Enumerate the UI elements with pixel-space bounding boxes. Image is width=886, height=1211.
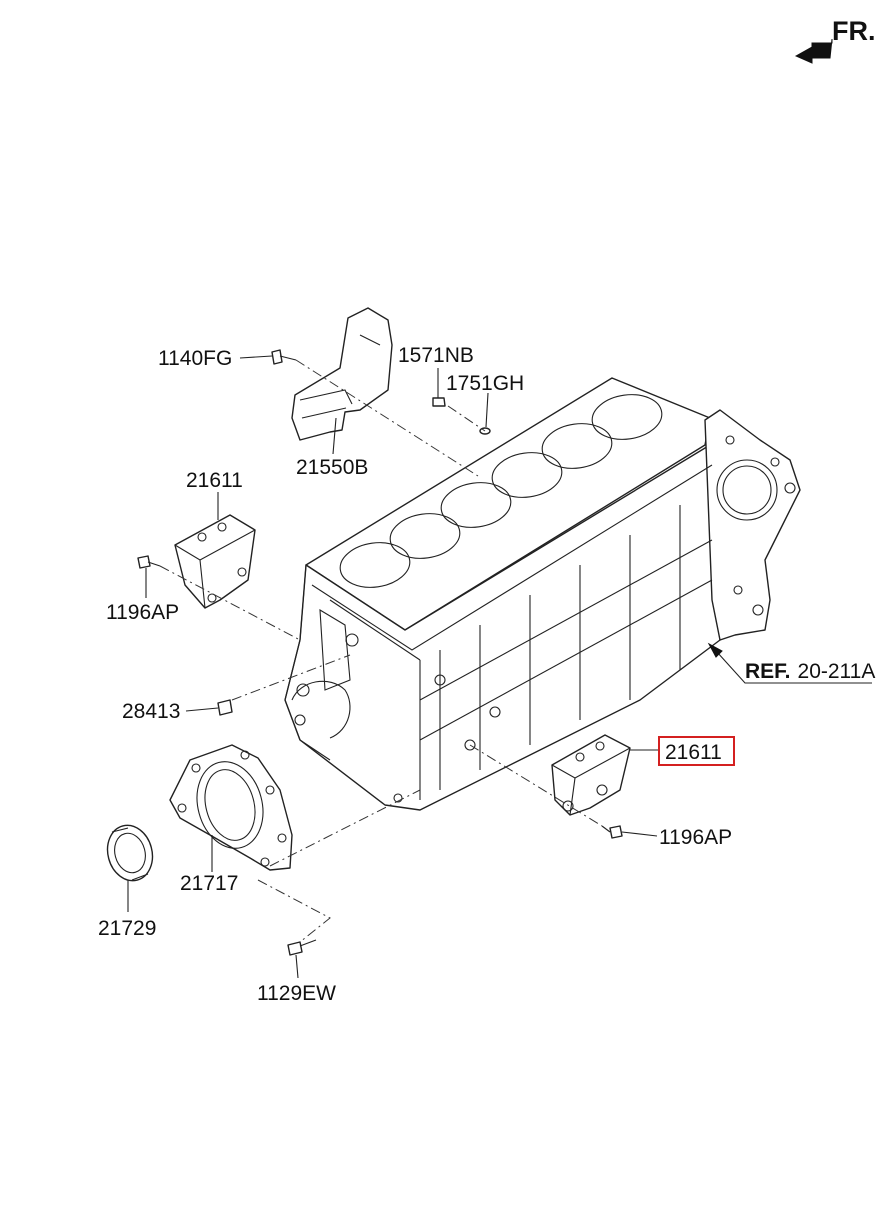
callout-21729[interactable]: 21729	[98, 917, 156, 940]
callout-21611-right[interactable]: 21611	[665, 741, 722, 764]
callout-labels: 1140FG 1571NB 1751GH 21550B 21611 1196AP…	[98, 344, 875, 1005]
callout-1751GH[interactable]: 1751GH	[446, 372, 524, 395]
part-21550B[interactable]	[291, 307, 393, 441]
part-28413[interactable]	[217, 699, 233, 716]
part-1196AP-right[interactable]	[601, 825, 623, 839]
highlight-box	[658, 736, 735, 766]
leader-lines	[127, 355, 872, 979]
callout-1196AP-left[interactable]: 1196AP	[106, 601, 179, 624]
assembly-lines	[159, 359, 603, 943]
callout-1140FG[interactable]: 1140FG	[158, 347, 232, 370]
part-1196AP-left[interactable]	[137, 555, 161, 569]
callout-1196AP-right[interactable]: 1196AP	[659, 826, 732, 849]
part-1140FG[interactable]	[271, 349, 297, 365]
callout-21550B[interactable]: 21550B	[296, 456, 368, 479]
part-21611-right[interactable]	[551, 734, 631, 816]
part-21611-upper[interactable]	[174, 514, 256, 609]
reference-arrow-icon	[707, 642, 723, 658]
front-direction-label: FR.	[832, 16, 876, 46]
callout-28413[interactable]: 28413	[122, 700, 180, 723]
engine-block	[284, 377, 801, 811]
front-arrow-icon	[794, 38, 833, 64]
part-21729[interactable]	[102, 820, 159, 885]
callout-1129EW[interactable]: 1129EW	[257, 982, 336, 1005]
reference-label[interactable]: REF. 20-211A	[745, 660, 875, 683]
part-1129EW[interactable]	[287, 939, 317, 956]
callout-1571NB[interactable]: 1571NB	[398, 344, 474, 367]
front-direction-indicator: FR.	[794, 16, 876, 64]
callout-21717[interactable]: 21717	[180, 872, 238, 895]
part-21717[interactable]	[169, 744, 293, 871]
reference-code: 20-211A	[798, 660, 876, 683]
part-1571NB[interactable]	[432, 397, 446, 407]
callout-21611-upper[interactable]: 21611	[186, 469, 243, 492]
reference-prefix: REF.	[745, 660, 791, 683]
